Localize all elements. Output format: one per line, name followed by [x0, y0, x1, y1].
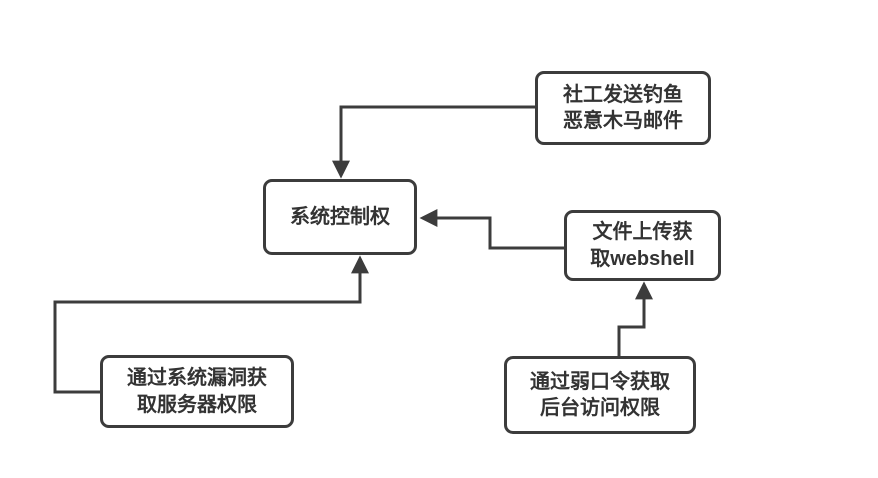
node-webshell-upload-label: 文件上传获 取webshell — [590, 221, 695, 270]
node-system-control-label: 系统控制权 — [290, 205, 390, 228]
node-weak-password-label: 通过弱口令获取 后台访问权限 — [530, 370, 670, 419]
edge-phishing-to-system-control — [332, 105, 536, 179]
node-system-control: 系统控制权 — [263, 179, 417, 255]
edge-weak-password-to-webshell — [617, 281, 653, 356]
node-weak-password: 通过弱口令获取 后台访问权限 — [504, 356, 696, 434]
node-system-vuln: 通过系统漏洞获 取服务器权限 — [100, 355, 294, 428]
node-webshell-upload: 文件上传获 取webshell — [564, 210, 721, 281]
node-phishing-email: 社工发送钓鱼 恶意木马邮件 — [535, 71, 711, 145]
edge-webshell-to-system-control — [419, 209, 564, 250]
node-system-vuln-label: 通过系统漏洞获 取服务器权限 — [127, 367, 267, 416]
node-phishing-email-label: 社工发送钓鱼 恶意木马邮件 — [563, 83, 683, 132]
edge-system-vuln-to-system-control — [53, 255, 369, 394]
